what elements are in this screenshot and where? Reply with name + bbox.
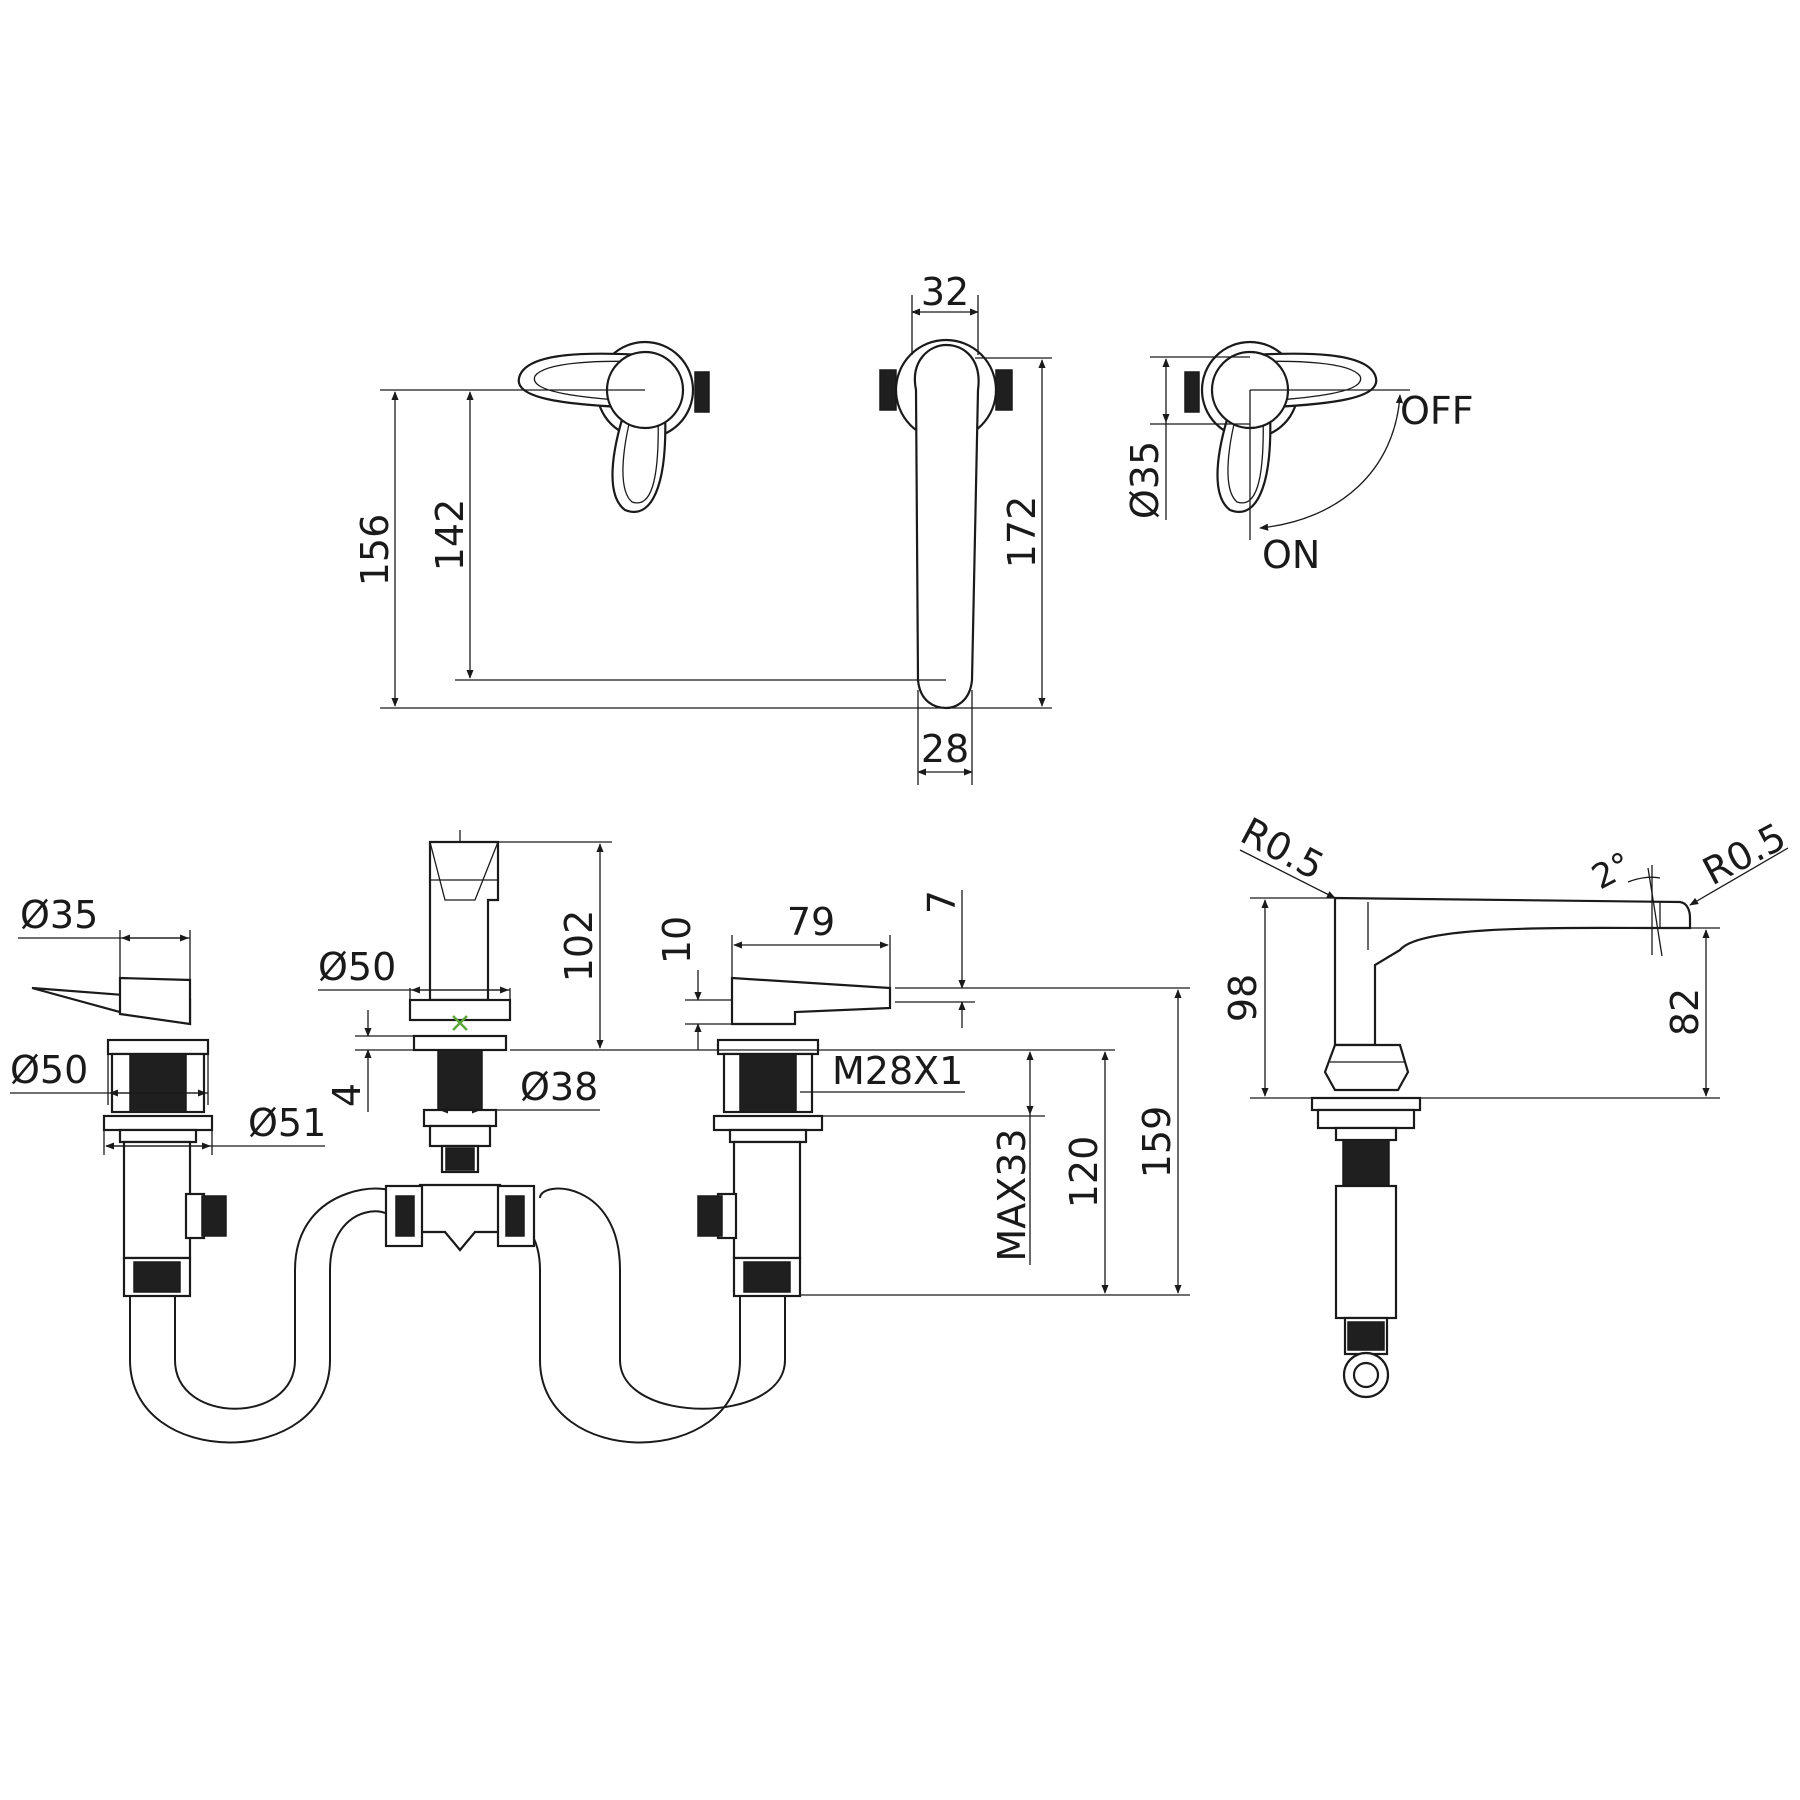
thread-icon — [437, 1049, 483, 1111]
thread-icon — [739, 1053, 797, 1113]
top-spout — [879, 338, 1013, 710]
front-view: Ø35 Ø50 Ø51 Ø50 4 — [10, 830, 1190, 1444]
thread-icon — [995, 369, 1013, 411]
thread-icon — [1342, 1139, 1390, 1187]
front-right-valve — [697, 976, 892, 1298]
top-dimensions: 32 156 142 172 28 Ø35 OFF — [353, 270, 1474, 785]
dim-dia50-spout: Ø50 — [318, 945, 396, 989]
dim-7: 7 — [920, 890, 964, 914]
thread-icon — [395, 1195, 415, 1237]
dim-32: 32 — [921, 270, 969, 314]
dim-156: 156 — [353, 514, 397, 587]
dim-dia35-top: Ø35 — [1123, 441, 1167, 519]
thread-icon — [1184, 371, 1200, 413]
dim-172: 172 — [1000, 496, 1044, 569]
dim-dia51: Ø51 — [248, 1101, 326, 1145]
thread-icon — [505, 1195, 525, 1237]
label-on: ON — [1262, 533, 1320, 577]
brand-mark-icon — [452, 1015, 468, 1031]
dim-98: 98 — [1221, 974, 1265, 1022]
top-view: 32 156 142 172 28 Ø35 OFF — [353, 270, 1474, 785]
dim-dia35-left: Ø35 — [20, 893, 98, 937]
dim-159: 159 — [1135, 1106, 1179, 1179]
front-left-valve — [31, 976, 227, 1298]
dim-thread: M28X1 — [832, 1049, 963, 1093]
dim-r05-tip: R0.5 — [1696, 814, 1793, 894]
dim-4: 4 — [325, 1083, 369, 1107]
dim-79: 79 — [787, 900, 835, 944]
dim-82: 82 — [1663, 988, 1707, 1036]
dim-102: 102 — [557, 910, 601, 983]
side-dimensions: R0.5 2° R0.5 98 82 — [1221, 809, 1793, 1099]
dim-angle: 2° — [1585, 844, 1638, 897]
thread-icon — [1347, 1321, 1385, 1351]
dim-10: 10 — [655, 916, 699, 964]
top-left-handle — [517, 340, 710, 513]
thread-icon — [133, 1261, 181, 1293]
thread-icon — [445, 1147, 475, 1171]
side-spout — [1310, 896, 1692, 1399]
dim-28: 28 — [921, 727, 969, 771]
dim-dia50-left: Ø50 — [10, 1048, 88, 1092]
dim-142: 142 — [428, 499, 472, 572]
label-off: OFF — [1400, 389, 1474, 433]
thread-icon — [129, 1053, 187, 1113]
thread-icon — [697, 1195, 723, 1237]
hose-left — [129, 1187, 401, 1444]
front-spout — [384, 830, 536, 1252]
dim-max33: MAX33 — [990, 1128, 1034, 1261]
thread-icon — [743, 1261, 791, 1293]
top-right-handle — [1184, 340, 1410, 540]
side-view: R0.5 2° R0.5 98 82 — [1221, 809, 1793, 1399]
front-dimensions: Ø35 Ø50 Ø51 Ø50 4 — [10, 841, 1190, 1296]
dim-120: 120 — [1062, 1136, 1106, 1209]
thread-icon — [879, 369, 897, 411]
dim-r05-top: R0.5 — [1234, 809, 1331, 889]
dim-dia38: Ø38 — [520, 1065, 598, 1109]
thread-icon — [694, 371, 710, 413]
thread-icon — [201, 1195, 227, 1237]
